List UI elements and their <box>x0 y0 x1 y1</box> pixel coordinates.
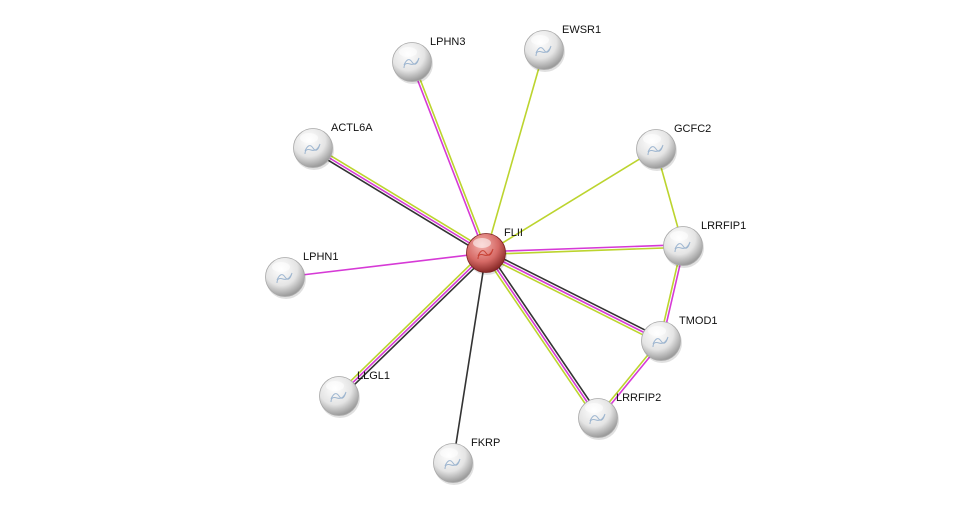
node-fkrp[interactable]: FKRP <box>433 437 501 485</box>
edge-flii-tmod1[interactable] <box>484 249 663 345</box>
protein-structure-icon <box>276 272 293 284</box>
edge-line-coexpression <box>311 149 486 256</box>
node-highlight <box>643 134 661 144</box>
edge-line-textmining <box>485 148 657 254</box>
node-highlight <box>326 381 344 391</box>
protein-structure-icon <box>535 45 552 57</box>
edge-line-experiments <box>485 243 683 253</box>
node-ewsr1[interactable]: EWSR1 <box>524 24 602 72</box>
node-lphn1[interactable]: LPHN1 <box>265 251 339 299</box>
edge-line-textmining <box>336 250 485 395</box>
edge-line-experiments <box>485 252 662 342</box>
edge-line-textmining <box>484 254 661 345</box>
node-label: ACTL6A <box>331 122 373 134</box>
edge-line-experiments <box>312 147 487 254</box>
node-label: GCFC2 <box>674 123 711 135</box>
protein-structure-icon <box>674 241 691 253</box>
node-highlight <box>272 262 290 272</box>
node-label: LPHN1 <box>303 251 338 263</box>
edge-line-coexpression <box>486 249 663 340</box>
edge-flii-gcfc2[interactable] <box>485 148 657 254</box>
protein-structure-icon <box>403 57 420 69</box>
edge-line-experiments <box>485 252 599 419</box>
node-label: EWSR1 <box>562 24 601 36</box>
edge-flii-actl6a[interactable] <box>311 145 488 256</box>
node-flii[interactable]: FLII <box>466 227 523 275</box>
node-lrrfip1[interactable]: LRRFIP1 <box>663 220 747 268</box>
node-label: LRRFIP1 <box>701 220 746 232</box>
edge-flii-ewsr1[interactable] <box>485 49 545 254</box>
protein-structure-icon <box>589 413 606 425</box>
node-highlight <box>531 35 549 45</box>
edge-flii-lrrfip1[interactable] <box>485 243 684 256</box>
node-highlight <box>670 231 688 241</box>
node-label: LPHN3 <box>430 36 465 48</box>
node-lphn3[interactable]: LPHN3 <box>392 36 466 84</box>
node-lrrfip2[interactable]: LRRFIP2 <box>578 392 662 440</box>
node-label: LRRFIP2 <box>616 392 661 404</box>
node-highlight <box>585 403 603 413</box>
protein-structure-icon <box>647 144 664 156</box>
node-label: FKRP <box>471 437 500 449</box>
edge-line-coexpression <box>452 252 487 464</box>
protein-structure-icon <box>304 143 321 155</box>
node-tmod1[interactable]: TMOD1 <box>641 315 718 363</box>
node-label: LLGL1 <box>357 370 390 382</box>
edge-flii-lphn3[interactable] <box>410 61 488 254</box>
node-highlight <box>473 238 491 248</box>
node-label: FLII <box>504 227 523 239</box>
protein-structure-icon <box>444 458 461 470</box>
node-highlight <box>300 133 318 143</box>
protein-structure-icon <box>652 336 669 348</box>
node-gcfc2[interactable]: GCFC2 <box>636 123 712 171</box>
edge-line-textmining <box>483 254 597 420</box>
node-actl6a[interactable]: ACTL6A <box>293 122 374 170</box>
edge-line-experiments <box>284 252 487 278</box>
edge-flii-fkrp[interactable] <box>452 252 487 464</box>
node-highlight <box>648 326 666 336</box>
protein-structure-icon <box>477 248 494 260</box>
edge-flii-lrrfip2[interactable] <box>483 251 601 420</box>
edge-flii-lphn1[interactable] <box>284 252 487 278</box>
edge-flii-llgl1[interactable] <box>336 250 489 399</box>
edge-line-coexpression <box>487 251 601 417</box>
protein-structure-icon <box>330 391 347 403</box>
node-highlight <box>399 47 417 57</box>
node-highlight <box>440 448 458 458</box>
edge-line-textmining <box>313 145 488 252</box>
node-llgl1[interactable]: LLGL1 <box>319 370 391 418</box>
node-label: TMOD1 <box>679 315 718 327</box>
edge-line-textmining <box>485 49 545 254</box>
edge-line-experiments <box>338 252 487 397</box>
edge-line-textmining <box>412 61 488 253</box>
edge-line-coexpression <box>340 254 489 399</box>
edge-line-textmining <box>486 246 684 256</box>
edge-line-experiments <box>410 62 486 254</box>
